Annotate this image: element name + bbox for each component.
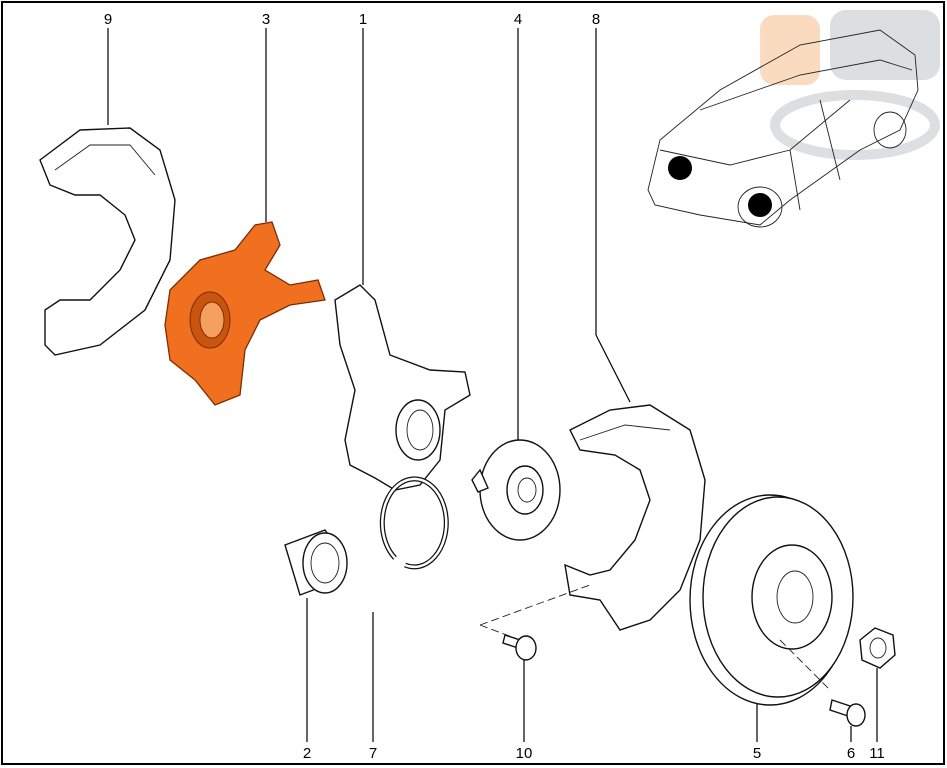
callout-5: 5 (753, 745, 761, 762)
callout-8: 8 (592, 11, 600, 28)
callout-6: 6 (847, 745, 855, 762)
callout-2: 2 (303, 745, 311, 762)
part-10-bolt (479, 584, 591, 661)
callout-7: 7 (369, 745, 377, 762)
leader-lines (107, 28, 878, 742)
part-5-brake-disc (689, 494, 854, 706)
part-4-wheel-hub (471, 439, 561, 541)
part-6-bolt (829, 699, 866, 727)
part-8-brake-shield (564, 404, 706, 631)
callout-9: 9 (104, 11, 112, 28)
callout-11: 11 (869, 745, 885, 762)
callout-10: 10 (516, 745, 533, 762)
callout-1: 1 (359, 11, 367, 28)
part-2-wheel-bearing (284, 529, 348, 596)
watermark-logo (760, 10, 940, 160)
part-3-steering-knuckle-highlighted (164, 221, 326, 406)
part-9-brake-shield (39, 127, 176, 356)
callout-4: 4 (514, 11, 522, 28)
part-7-retaining-ring (379, 476, 449, 570)
part-1-steering-knuckle (334, 284, 471, 491)
part-11-hub-nut (859, 627, 896, 669)
front-right-wheel-marker (748, 193, 772, 217)
callout-3: 3 (262, 11, 270, 28)
car-location-illustration (647, 29, 919, 228)
front-left-wheel-marker (668, 156, 692, 180)
